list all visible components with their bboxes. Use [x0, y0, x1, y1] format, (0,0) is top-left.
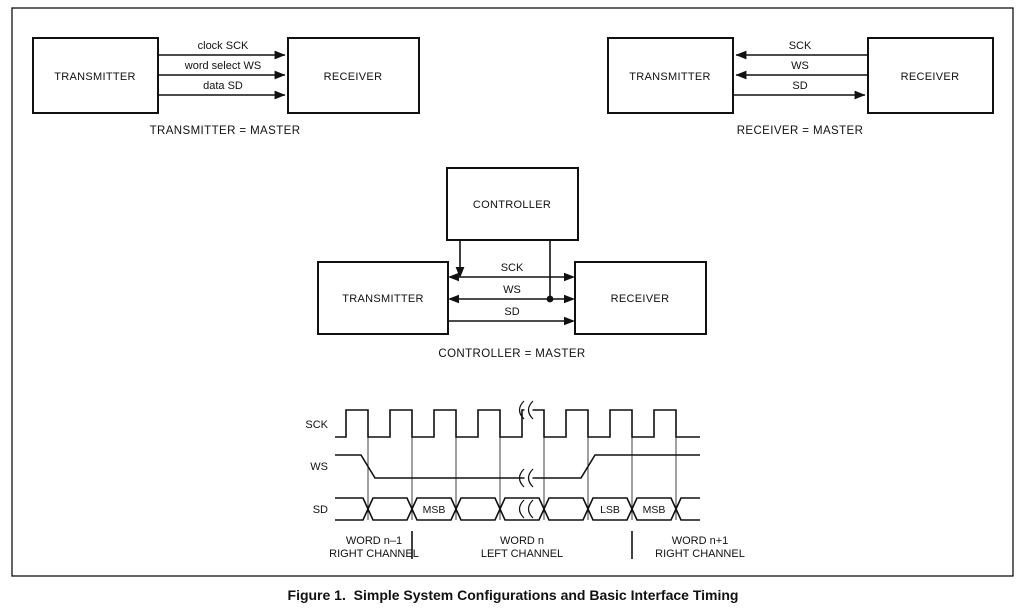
- transmitter-label: TRANSMITTER: [629, 71, 711, 83]
- msb-bit-label: MSB: [423, 504, 446, 516]
- sd-waveform-strand-a: [335, 497, 700, 521]
- word-channel: RIGHT CHANNEL: [655, 548, 745, 560]
- figure-caption: Figure 1. Simple System Configurations a…: [288, 587, 739, 603]
- word-n-1-labels: WORD n–1 RIGHT CHANNEL: [329, 535, 419, 560]
- receiver-label: RECEIVER: [901, 71, 960, 83]
- word-channel: RIGHT CHANNEL: [329, 548, 419, 560]
- sck-arrowhead-right: [564, 272, 575, 282]
- break-arc: [518, 400, 525, 420]
- sck-arrowhead-left: [448, 272, 459, 282]
- word-name: WORD n–1: [346, 535, 402, 547]
- controller-master-caption: CONTROLLER = MASTER: [438, 348, 585, 360]
- sck-signal-label: clock SCK: [198, 40, 249, 52]
- sck-row-label: SCK: [305, 419, 328, 431]
- transmitter-master-caption: TRANSMITTER = MASTER: [150, 125, 301, 137]
- transmitter-box: [607, 37, 734, 114]
- lsb-bit-label: LSB: [600, 504, 620, 516]
- transmitter-box: [317, 261, 449, 335]
- controller-sck-arrowhead: [455, 267, 465, 278]
- ws-arrowhead-left: [448, 294, 459, 304]
- word-name: WORD n+1: [672, 535, 729, 547]
- ws-signal-label: word select WS: [184, 60, 261, 72]
- receiver-master-caption: RECEIVER = MASTER: [737, 125, 864, 137]
- ws-arrowhead-right: [564, 294, 575, 304]
- ws-signal-label: WS: [503, 284, 521, 296]
- ws-break-mark: [518, 468, 534, 488]
- receiver-box: [867, 37, 994, 114]
- word-n-plus-1-labels: WORD n+1 RIGHT CHANNEL: [655, 535, 745, 560]
- transmitter-label: TRANSMITTER: [54, 71, 136, 83]
- sd-signal-label: data SD: [203, 80, 243, 92]
- controller-box: [446, 167, 579, 241]
- controller-label: CONTROLLER: [473, 199, 551, 211]
- msb-bit-label-2: MSB: [643, 504, 666, 516]
- transmitter-box: [32, 37, 159, 114]
- system-receiver-master: TRANSMITTER RECEIVER SCK WS SD RECEIVER …: [607, 37, 994, 137]
- break-arc: [518, 499, 525, 519]
- break-arc: [527, 400, 534, 420]
- sck-signal-label: SCK: [501, 262, 524, 274]
- receiver-box: [287, 37, 420, 114]
- receiver-box: [574, 261, 707, 335]
- sck-waveform: [335, 409, 700, 438]
- figure-frame: [11, 7, 1014, 577]
- word-n-labels: WORD n LEFT CHANNEL: [481, 535, 563, 560]
- break-arc: [527, 499, 534, 519]
- break-arc: [527, 468, 534, 488]
- sd-break-mark: [518, 499, 534, 519]
- sd-waveform-strand-b: [335, 497, 700, 521]
- system-controller-master: CONTROLLER TRANSMITTER RECEIVER SCK WS S…: [317, 167, 707, 360]
- ws-row-label: WS: [310, 461, 328, 473]
- receiver-label: RECEIVER: [611, 293, 670, 305]
- timing-diagram: SCK WS SD MSB LSB MSB: [305, 400, 745, 560]
- sck-break-mark: [518, 400, 534, 420]
- sd-signal-label: SD: [504, 306, 519, 318]
- sd-arrowhead-right: [564, 316, 575, 326]
- transmitter-label: TRANSMITTER: [342, 293, 424, 305]
- word-channel: LEFT CHANNEL: [481, 548, 563, 560]
- sd-row-label: SD: [313, 504, 328, 516]
- sck-signal-label: SCK: [789, 40, 812, 52]
- word-name: WORD n: [500, 535, 544, 547]
- sd-signal-label: SD: [792, 80, 807, 92]
- system-transmitter-master: TRANSMITTER RECEIVER clock SCK word sele…: [32, 37, 420, 137]
- break-arc: [518, 468, 525, 488]
- ws-signal-label: WS: [791, 60, 809, 72]
- ws-waveform: [335, 454, 700, 479]
- receiver-label: RECEIVER: [324, 71, 383, 83]
